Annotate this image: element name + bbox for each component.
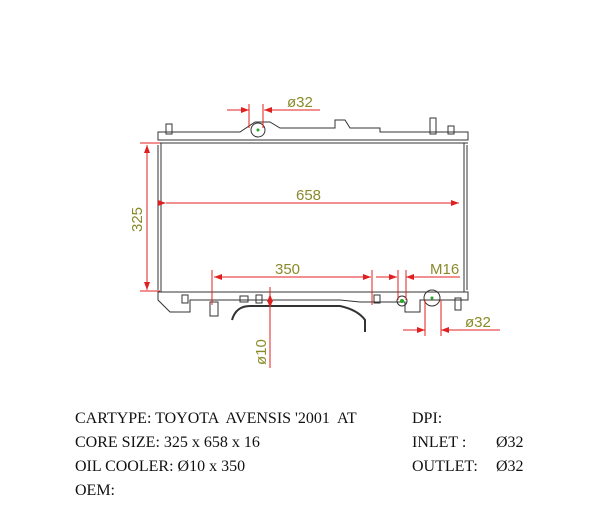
inlet-cap-icon [250, 122, 266, 138]
core-size-value: 325 x 658 x 16 [163, 434, 260, 451]
dpi-label: DPI: [412, 410, 443, 427]
radiator-outline [157, 117, 469, 332]
oil-cooler-dia-dimension: ø10 [253, 339, 270, 365]
drain-plug-icon [396, 295, 408, 307]
inlet-value: Ø32 [496, 434, 524, 451]
cartype-row: CARTYPE: TOYOTA AVENSIS '2001 AT [75, 410, 357, 427]
markers [256, 128, 434, 303]
oil-cooler-value: Ø10 x 350 [177, 458, 246, 475]
oil-cooler-length-dimension: 350 [275, 261, 300, 278]
inlet-dimension: ø32 [287, 94, 313, 111]
radiator-drawing: 658 325 ø32 350 M16 ø32 ø10 [129, 94, 500, 368]
outlet-label: OUTLET: [412, 458, 478, 475]
height-dimension: 325 [129, 207, 146, 232]
oem-label: OEM: [75, 482, 115, 499]
oil-cooler-row: OIL COOLER: Ø10 x 350 [75, 458, 246, 475]
drain-thread-dimension: M16 [430, 261, 459, 278]
inlet-label: INLET : [412, 434, 467, 451]
cartype-value: TOYOTA AVENSIS '2001 AT [155, 410, 357, 427]
outlet-cap-icon [423, 289, 441, 307]
dimension-lines [140, 104, 500, 368]
outlet-dimension: ø32 [465, 314, 491, 331]
outlet-value: Ø32 [496, 458, 524, 475]
width-dimension: 658 [296, 187, 321, 204]
core-size-row: CORE SIZE: 325 x 658 x 16 [75, 434, 260, 451]
